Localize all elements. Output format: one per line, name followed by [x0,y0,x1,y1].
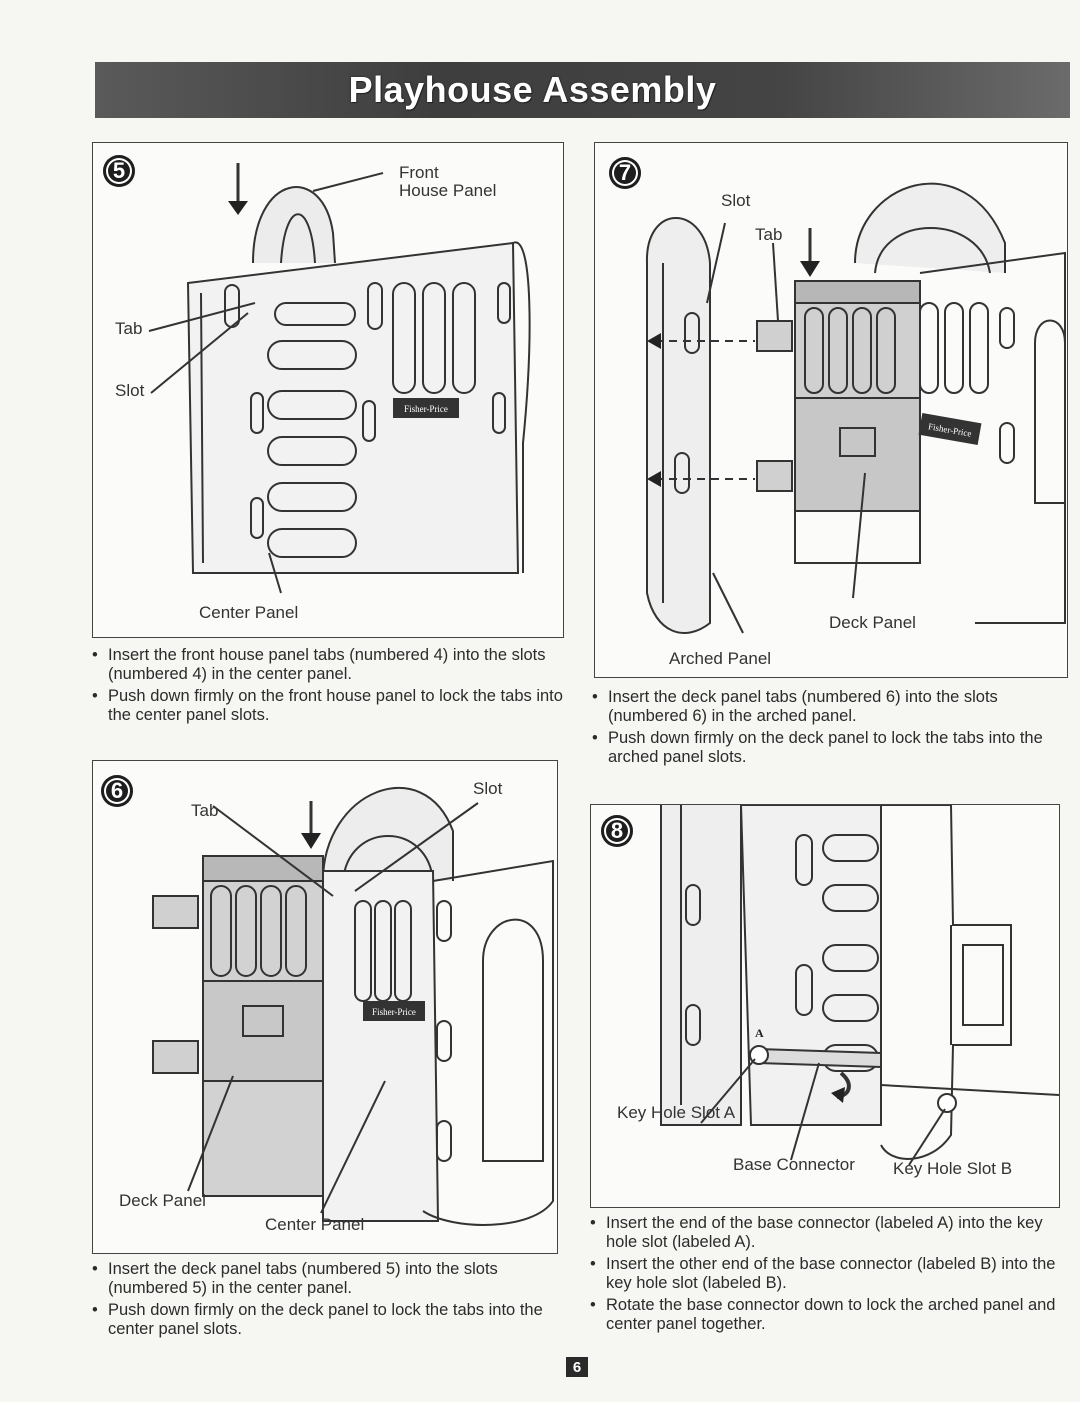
step-5-badge: 5 [103,155,135,187]
step-7-label-deck-panel: Deck Panel [829,613,916,632]
step-5-instruction-1: Insert the front house panel tabs (numbe… [88,646,568,684]
step-5-label-tab: Tab [115,319,143,338]
step-8-illustration: A 8 Key Hole Slot A Base Connector Key H… [590,804,1060,1208]
page-title: Playhouse Assembly [348,69,717,110]
step-6-label-tab: Tab [191,801,219,820]
step-7-label-arched-panel: Arched Panel [669,649,772,668]
step-5-illustration: Fisher-Price 5 Front House Panel Tab Slo… [92,142,564,638]
step-6-instruction-2: Push down firmly on the deck panel to lo… [88,1301,558,1339]
svg-text:Fisher-Price: Fisher-Price [372,1007,416,1017]
page-title-banner: Playhouse Assembly [95,62,1070,118]
step-5-drawing: Fisher-Price [148,163,531,594]
step-8-instruction-3: Rotate the base connector down to lock t… [586,1296,1070,1334]
step-8-instruction-2: Insert the other end of the base connect… [586,1255,1070,1293]
step-7-label-slot: Slot [721,191,751,210]
step-8-label-key-hole-slot-b: Key Hole Slot B [893,1159,1013,1178]
page-number: 6 [566,1357,588,1377]
svg-text:Fisher-Price: Fisher-Price [404,404,448,414]
step-5-label-front: Front [399,163,439,182]
step-6-instruction-1: Insert the deck panel tabs (numbered 5) … [88,1260,558,1298]
step-7-instruction-2: Push down firmly on the deck panel to lo… [588,729,1068,767]
step-7-drawing: Fisher-Price [645,182,1066,634]
step-6-label-center-panel: Center Panel [265,1215,365,1234]
step-8-label-base-connector: Base Connector [733,1155,855,1174]
step-8-drawing: A [660,805,1059,1166]
step-5-label-house-panel: House Panel [399,181,497,200]
step-7-instruction-1: Insert the deck panel tabs (numbered 6) … [588,688,1068,726]
step-8-label-key-hole-slot-a: Key Hole Slot A [617,1103,736,1122]
step-8-instruction-1: Insert the end of the base connector (la… [586,1214,1070,1252]
step-6-drawing: Fisher-Price [152,787,554,1226]
step-6-logo: Fisher-Price [363,1001,425,1021]
step-7-label-tab: Tab [755,225,783,244]
step-6-badge: 6 [101,775,133,807]
step-8-badge: 8 [601,815,633,847]
step-5-instruction-2: Push down firmly on the front house pane… [88,687,568,725]
step-6-illustration: Fisher-Price 6 Tab Slot Deck Panel Cente… [92,760,558,1254]
step-5-instructions: Insert the front house panel tabs (numbe… [88,646,568,728]
step-7-instructions: Insert the deck panel tabs (numbered 6) … [588,688,1068,770]
step-8-marker-a: A [755,1026,764,1040]
step-8-instructions: Insert the end of the base connector (la… [586,1214,1070,1337]
step-6-label-deck-panel: Deck Panel [119,1191,206,1210]
step-6-label-slot: Slot [473,779,503,798]
step-7-badge: 7 [609,157,641,189]
step-5-label-slot: Slot [115,381,145,400]
step-5-label-center-panel: Center Panel [199,603,299,622]
step-7-illustration: Fisher-Price 7 Slot Tab Deck Panel Arche… [594,142,1068,678]
step-5-logo: Fisher-Price [393,398,459,418]
step-7-logo: Fisher-Price [918,412,982,446]
step-6-instructions: Insert the deck panel tabs (numbered 5) … [88,1260,558,1342]
